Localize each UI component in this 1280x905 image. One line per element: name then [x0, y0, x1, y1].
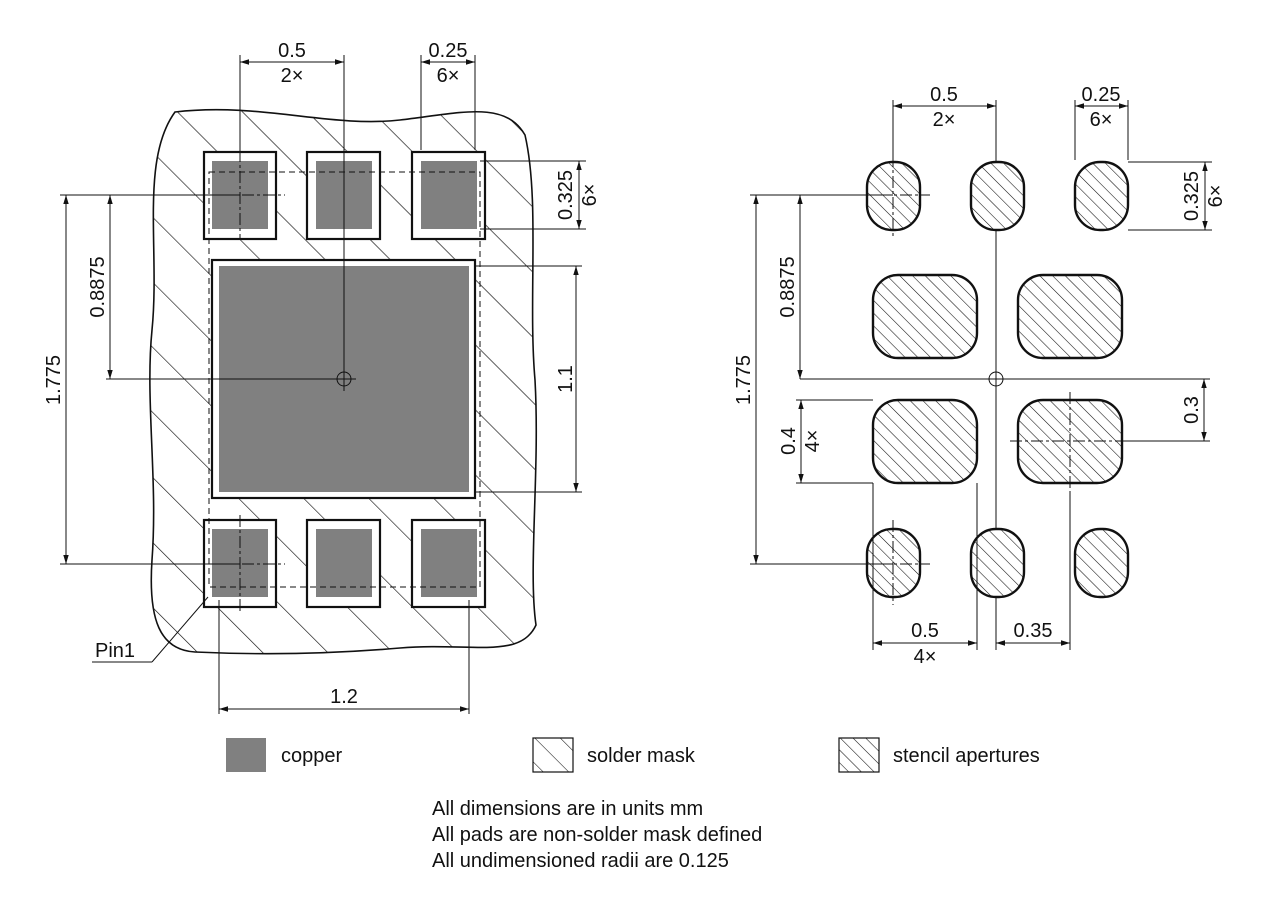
stencil-center-mark-icon: [988, 371, 1004, 387]
st-dim-aperture-width: 0.5: [911, 620, 939, 642]
st-dim-pitch-count: 2×: [933, 109, 956, 131]
fp-dim-pad-height-count: 6×: [579, 184, 601, 207]
legend-solder-mask-swatch: [532, 737, 574, 773]
legend-stencil-swatch: [838, 737, 880, 773]
st-dim-aperture-height: 0.4: [778, 427, 800, 455]
fp-dim-exposed-height: 1.1: [555, 365, 577, 393]
fp-dim-center-offset: 0.8875: [87, 256, 109, 317]
aperture-large-1: [871, 273, 979, 360]
fp-dim-total-height: 1.775: [43, 355, 65, 405]
pad-bottom-3-copper: [421, 529, 477, 597]
fp-dim-pitch-count: 2×: [281, 65, 304, 87]
aperture-large-3: [871, 398, 979, 485]
st-dim-total-height: 1.775: [733, 355, 755, 405]
stencil-view: 0.5 2× 0.25 6× 0.325 6× 0.3 0.8875 1.775…: [733, 84, 1227, 668]
pin1-label: Pin1: [95, 640, 135, 662]
st-dim-pad-height: 0.325: [1181, 171, 1203, 221]
legend-copper-swatch: [226, 738, 266, 772]
aperture-top-2: [969, 160, 1026, 232]
st-dim-pitch: 0.5: [930, 84, 958, 106]
legend-solder-mask-label: solder mask: [587, 745, 696, 767]
fp-dim-width: 0.25: [429, 40, 468, 62]
st-dim-aperture-width-count: 4×: [914, 646, 937, 668]
st-dim-width-count: 6×: [1090, 109, 1113, 131]
st-dim-aperture-height-count: 4×: [802, 430, 824, 453]
footprint-view: 0.5 2× 0.25 6× 0.325 6× 1.1 0.8875 1.775…: [43, 40, 601, 714]
legend-stencil-label: stencil apertures: [893, 745, 1040, 767]
note-line: All undimensioned radii are 0.125: [432, 850, 729, 872]
note-line: All dimensions are in units mm: [432, 798, 703, 820]
pad-bottom-2-copper: [316, 529, 372, 597]
legend: copper solder mask stencil apertures: [226, 737, 1040, 773]
st-dim-center-offset: 0.8875: [777, 256, 799, 317]
st-dim-gap: 0.3: [1181, 396, 1203, 424]
aperture-large-2: [1016, 273, 1124, 360]
pad-top-3-copper: [421, 161, 477, 229]
fp-dim-pad-height: 0.325: [555, 170, 577, 220]
st-dim-pad-height-count: 6×: [1205, 185, 1227, 208]
st-dim-width: 0.25: [1082, 84, 1121, 106]
legend-copper-label: copper: [281, 745, 342, 767]
fp-dim-pitch: 0.5: [278, 40, 306, 62]
fp-dim-exposed-width: 1.2: [330, 686, 358, 708]
aperture-top-3: [1073, 160, 1130, 232]
aperture-bottom-2: [969, 527, 1026, 599]
notes: All dimensions are in units mm All pads …: [432, 798, 762, 872]
aperture-bottom-3: [1073, 527, 1130, 599]
note-line: All pads are non-solder mask defined: [432, 824, 762, 846]
fp-dim-width-count: 6×: [437, 65, 460, 87]
st-dim-aperture-spacing: 0.35: [1014, 620, 1053, 642]
